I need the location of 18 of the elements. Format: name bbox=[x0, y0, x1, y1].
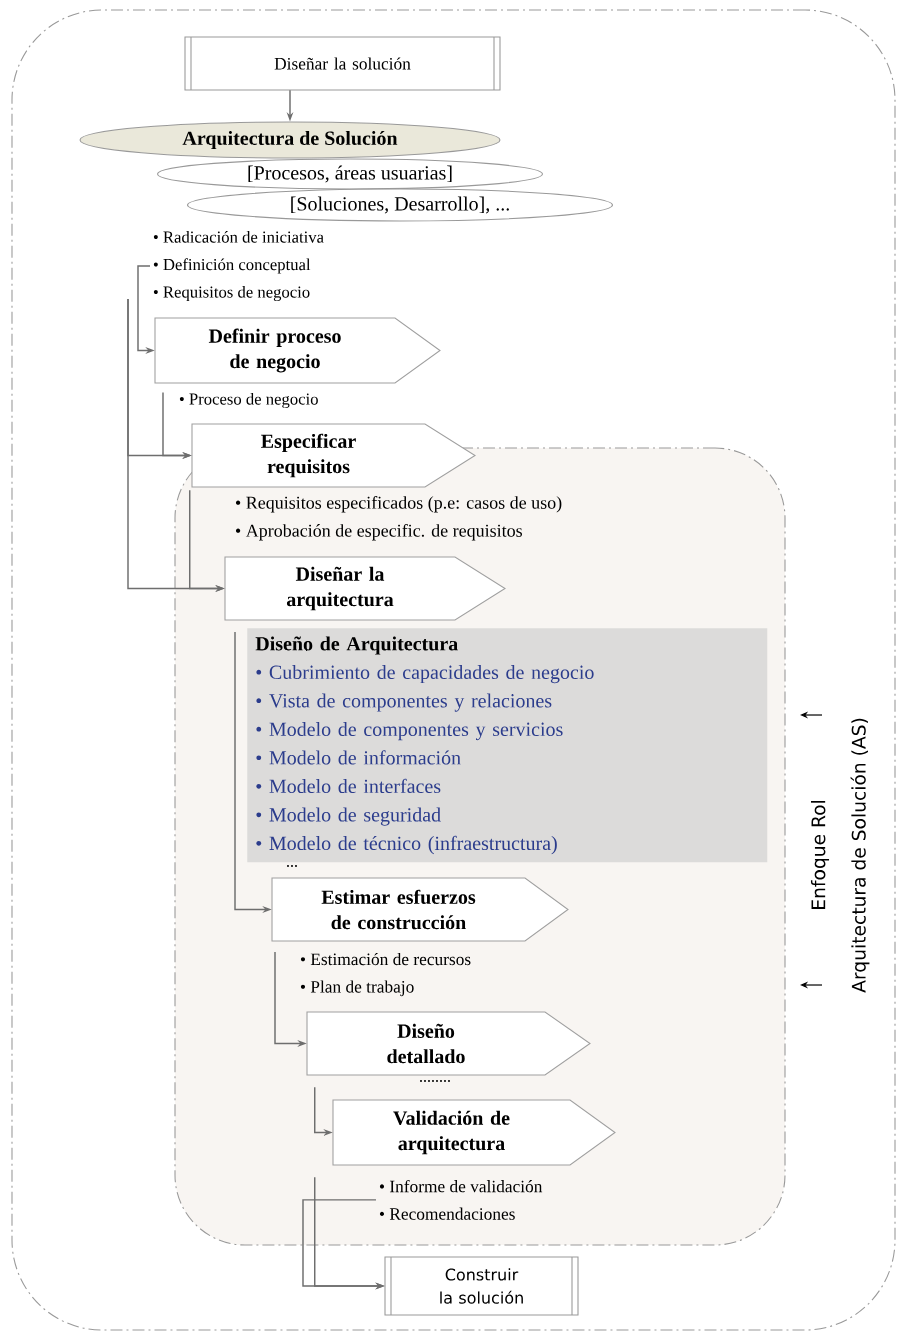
process-chevron: Especificar requisitos bbox=[191, 423, 476, 488]
vertical-label: Enfoque Rol bbox=[810, 801, 830, 909]
process-chevron: Definir proceso de negocio bbox=[154, 317, 441, 384]
bullet-list: • Requisitos especificados (p.e: casos de uso) • Aprobación de especific. de requisitos bbox=[235, 495, 562, 541]
bullet-list: • Informe de validación • Recomendaciones bbox=[379, 1179, 543, 1220]
process-chevron: Validación de arquitectura bbox=[332, 1099, 616, 1166]
process-chevron: Diseñar la arquitectura bbox=[224, 556, 506, 621]
bullet-list: • Proceso de negocio bbox=[179, 392, 318, 409]
process-box: Construir la solución bbox=[384, 1256, 579, 1316]
vertical-label: Arquitectura de Solución (AS) bbox=[850, 718, 870, 993]
process-chevron: Estimar esfuerzos de construcción bbox=[271, 877, 569, 942]
ellipsis: ... bbox=[287, 865, 297, 867]
process-box: Diseñar la solución bbox=[184, 36, 501, 91]
process-chevron: Diseño detallado bbox=[306, 1011, 591, 1076]
ellipsis: ........ bbox=[420, 1080, 450, 1082]
bullet-list: • Estimación de recursos • Plan de trabajo bbox=[300, 952, 471, 997]
bullet-list: • Radicación de iniciativa • Definición conceptual • Requisitos de negocio bbox=[153, 230, 324, 302]
deliverables-panel: Diseño de Arquitectura • Cubrimiento de capacidades de negocio • Vista de componentes y relaciones • Modelo de componentes y servicios • Modelo de información • Modelo de interfaces • Modelo de seguridad • Modelo de técnico (infraestructura) bbox=[247, 628, 768, 863]
